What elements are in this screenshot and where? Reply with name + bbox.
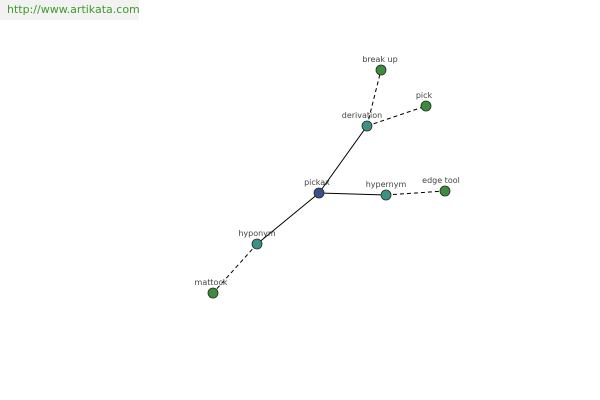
edges-layer bbox=[212, 69, 446, 294]
node-label-break-up: break up bbox=[362, 55, 397, 64]
watermark-url[interactable]: http://www.artikata.com bbox=[0, 0, 140, 20]
node-label-mattock: mattock bbox=[195, 278, 228, 287]
edge-hyponym-mattock bbox=[212, 243, 258, 294]
node-hyponym[interactable] bbox=[251, 238, 263, 250]
edge-hypernym-edge_tool bbox=[385, 190, 446, 196]
node-derivation[interactable] bbox=[361, 120, 373, 132]
node-pick[interactable] bbox=[420, 100, 432, 112]
node-label-pickax: pickax bbox=[304, 178, 330, 187]
edge-pickax-derivation bbox=[318, 125, 368, 194]
node-mattock[interactable] bbox=[207, 287, 219, 299]
edge-derivation-pick bbox=[366, 105, 427, 127]
node-label-hyponym: hyponym bbox=[238, 229, 276, 238]
edge-pickax-hypernym bbox=[318, 192, 387, 196]
node-label-derivation: derivation bbox=[342, 111, 382, 120]
node-label-hypernym: hypernym bbox=[366, 180, 407, 189]
labels-layer: pickax derivation hypernym hyponym break up p… bbox=[195, 55, 460, 287]
edge-derivation-break_up bbox=[366, 69, 382, 127]
node-hypernym[interactable] bbox=[380, 189, 392, 201]
node-pickax[interactable] bbox=[313, 187, 325, 199]
node-label-edge-tool: edge tool bbox=[422, 176, 460, 185]
node-label-pick: pick bbox=[416, 91, 433, 100]
node-break-up[interactable] bbox=[375, 64, 387, 76]
node-edge-tool[interactable] bbox=[439, 185, 451, 197]
nodes-layer bbox=[207, 64, 451, 299]
edge-pickax-hyponym bbox=[256, 192, 320, 245]
